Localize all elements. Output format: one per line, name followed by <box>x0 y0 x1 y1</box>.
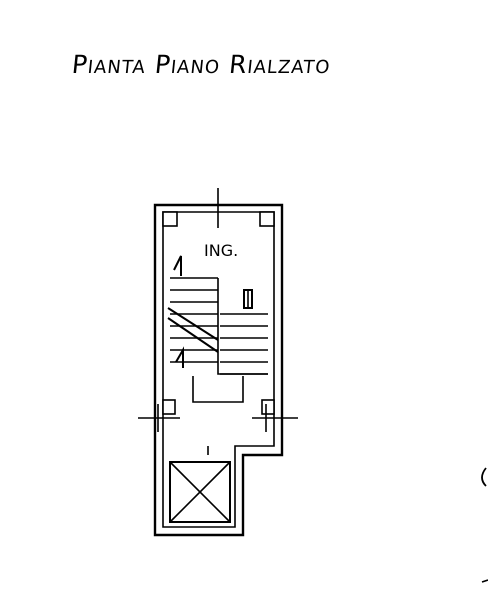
stair-direction-arrow <box>173 255 182 276</box>
elevator-shaft <box>169 461 231 523</box>
stair-flight-left <box>170 277 218 363</box>
stair-break-line <box>167 317 219 353</box>
stair-well <box>217 278 268 375</box>
edge-mark <box>481 579 488 583</box>
room-label-ingresso: ING. <box>204 241 238 260</box>
elevator-cross <box>169 461 231 523</box>
stair-direction-arrow <box>175 346 184 368</box>
pillar-mid-right <box>261 399 275 415</box>
edge-mark <box>481 467 487 487</box>
pillar-top-right <box>259 211 275 227</box>
stair-landing <box>192 376 244 403</box>
outer-wall <box>153 203 284 537</box>
stair-flight-right <box>220 313 268 375</box>
stair-break-line <box>167 307 219 341</box>
pillar-top-left <box>162 211 178 227</box>
pillar-mid-left <box>162 399 176 415</box>
